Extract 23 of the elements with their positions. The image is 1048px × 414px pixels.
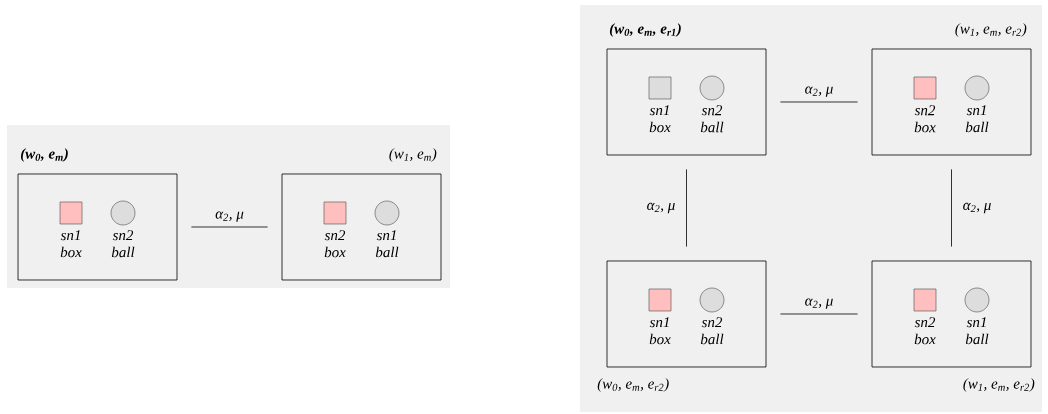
- state-label: (w$_{0}$, e$_{m}$, e$_{r1}$): [609, 23, 681, 37]
- object-label: sn2 box: [914, 317, 936, 345]
- connector-line: [191, 226, 268, 228]
- state-label: (w$_{0}$, e$_{m}$, e$_{r2}$): [597, 378, 669, 392]
- object-label: sn1 box: [60, 230, 82, 258]
- object-label: sn1 ball: [965, 317, 989, 345]
- object-label: sn1 box: [649, 105, 671, 133]
- connector-line: [780, 101, 858, 103]
- state-label: (w$_{1}$, e$_{m}$): [389, 148, 437, 162]
- object-label: sn2 ball: [700, 317, 724, 345]
- connector-line: [780, 313, 858, 315]
- object-label: sn1 ball: [375, 230, 399, 258]
- object-label: sn2 ball: [111, 230, 135, 258]
- object-label: sn1 ball: [965, 105, 989, 133]
- object-label: sn2 box: [324, 230, 346, 258]
- connector-line: [686, 169, 687, 247]
- state-label: (w$_{1}$, e$_{m}$, e$_{r2}$): [963, 378, 1035, 392]
- object-label: sn2 box: [914, 105, 936, 133]
- connector-line: [951, 169, 952, 247]
- object-label: sn1 box: [649, 317, 671, 345]
- state-label: (w$_{1}$, e$_{m}$, e$_{r2}$): [955, 23, 1027, 37]
- state-label: (w$_{0}$, e$_{m}$): [20, 148, 68, 162]
- object-label: sn2 ball: [700, 105, 724, 133]
